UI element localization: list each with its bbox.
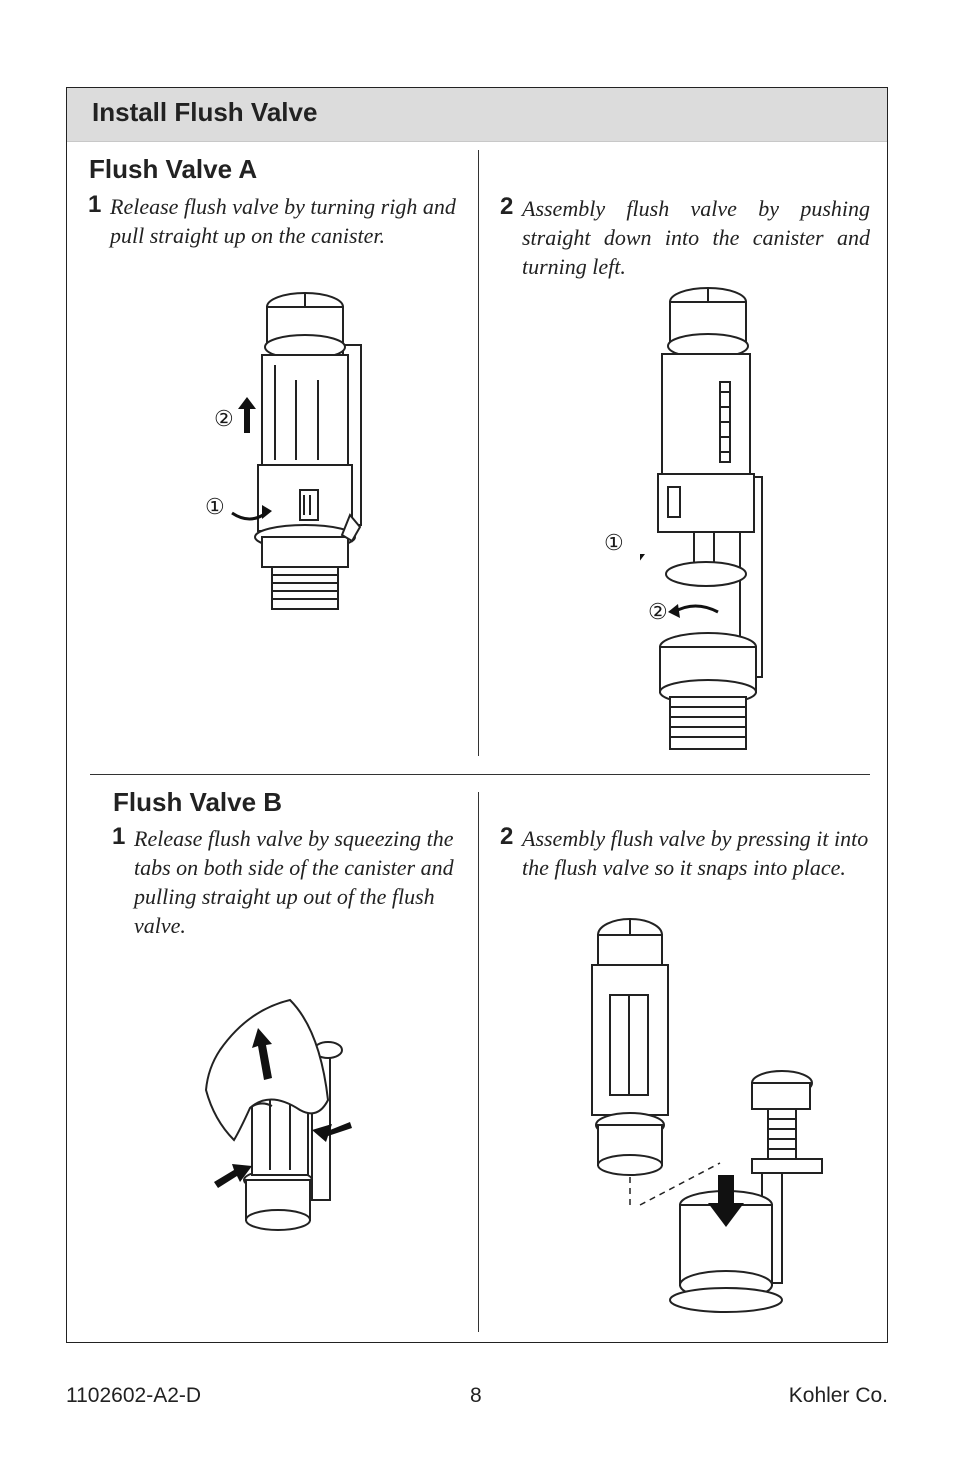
step-text: Release flush valve by turning righ and … — [110, 194, 456, 248]
column-divider-top — [478, 150, 479, 756]
instruction-panel: Install Flush Valve — [66, 87, 888, 1343]
step-text: Assembly flush valve by pushing straight… — [522, 196, 870, 279]
callout-2-icon: ② — [648, 599, 668, 624]
company-name: Kohler Co. — [788, 1384, 888, 1407]
flush-valve-b-title: Flush Valve B — [113, 787, 283, 817]
valve-a-step-2: 2 Assembly flush valve by pushing straig… — [500, 193, 870, 281]
panel-title: Install Flush Valve — [92, 97, 318, 127]
step-number: 2 — [500, 823, 514, 850]
section-divider — [90, 774, 870, 775]
callout-1-icon: ① — [604, 530, 624, 555]
step-number: 1 — [88, 191, 102, 218]
flush-valve-a-title: Flush Valve A — [89, 154, 258, 184]
step-text: Release flush valve by squeezing the tab… — [134, 826, 454, 938]
valve-b-release-illustration — [204, 998, 352, 1231]
step-text: Assembly flush valve by pressing it into… — [522, 826, 869, 880]
valve-a-assembly-illustration — [640, 287, 763, 750]
valve-b-step-2: 2 Assembly flush valve by pressing it in… — [500, 823, 870, 882]
doc-number: 1102602-A2-D — [66, 1384, 202, 1407]
valve-b-step-1: 1 Release flush valve by squeezing the t… — [112, 823, 460, 940]
valve-b-assembly-illustration — [591, 918, 823, 1313]
callout-1-icon: ① — [205, 494, 225, 519]
column-divider-bottom — [478, 792, 479, 1332]
step-number: 1 — [112, 823, 126, 850]
valve-a-release-illustration — [231, 292, 362, 610]
valve-a-step-1: 1 Release flush valve by turning righ an… — [88, 191, 462, 250]
page-number: 8 — [470, 1384, 482, 1407]
panel-header: Install Flush Valve — [67, 88, 887, 142]
step-number: 2 — [500, 193, 514, 220]
callout-2-icon: ② — [214, 406, 234, 431]
